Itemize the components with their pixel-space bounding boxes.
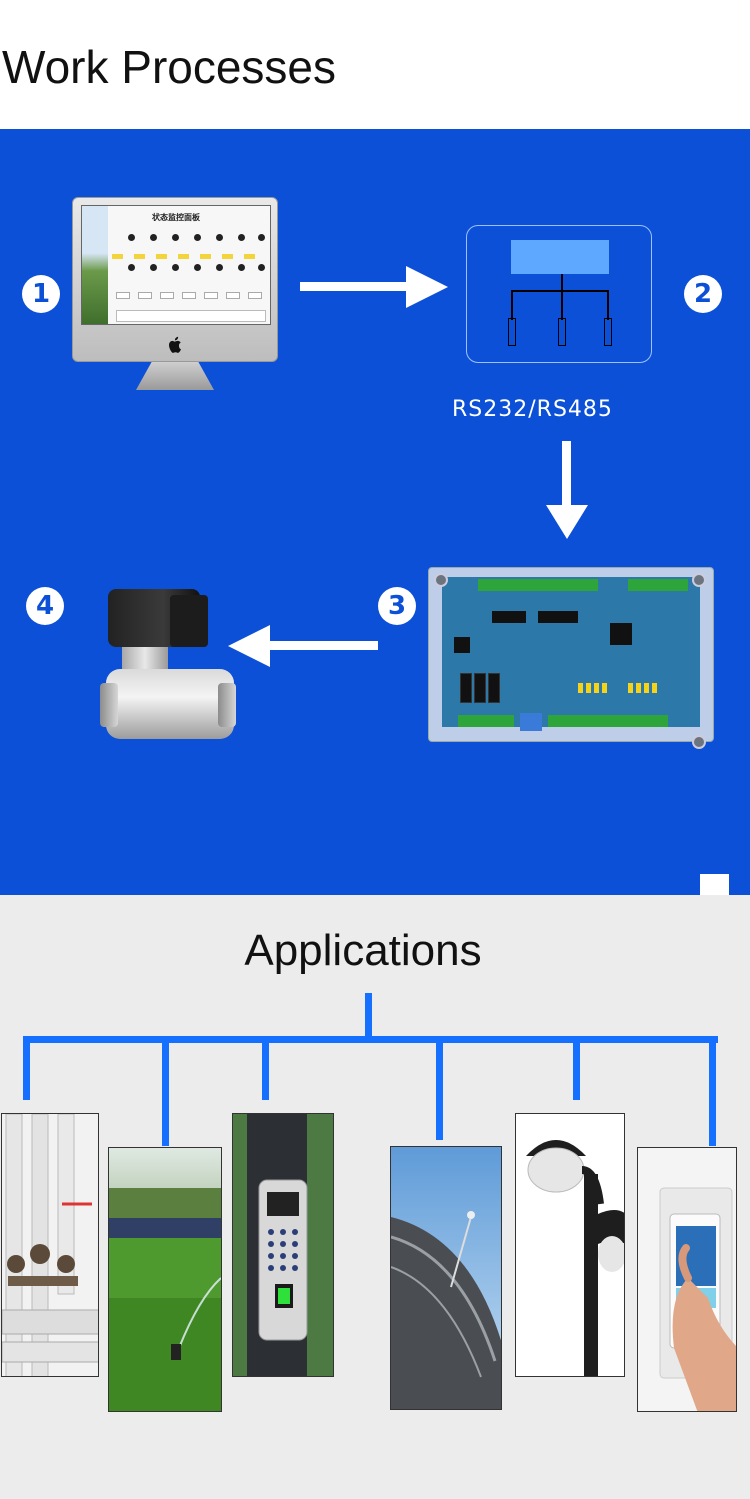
fingerprint-access-keypad-icon xyxy=(233,1114,333,1376)
monitor-screen: 状态监控面板 xyxy=(81,205,271,325)
application-image-pipes xyxy=(1,1113,99,1377)
touch-panel-thermostat-icon xyxy=(638,1148,736,1411)
step-4-badge: 4 xyxy=(26,587,64,625)
application-image-satellite xyxy=(390,1146,502,1410)
satellite-dish-icon xyxy=(391,1147,501,1409)
interface-label: RS232/RS485 xyxy=(452,397,613,422)
applications-title: Applications xyxy=(244,926,482,975)
work-processes-title: Work Processes xyxy=(2,41,337,93)
application-image-sprinkler xyxy=(108,1147,222,1412)
lawn-sprinkler-icon xyxy=(109,1148,221,1411)
street-lamp-icon xyxy=(516,1114,624,1376)
work-process-panel: 1 状态监控面板 xyxy=(0,129,750,895)
pipes-and-valves-icon xyxy=(2,1114,98,1376)
application-image-touchpanel xyxy=(637,1147,737,1412)
application-image-streetlamp xyxy=(515,1113,625,1377)
panel-notch xyxy=(700,874,729,896)
network-board-diagram-icon xyxy=(466,225,652,363)
computer-monitor-icon: 状态监控面板 xyxy=(72,197,278,392)
step-2-badge: 2 xyxy=(684,275,722,313)
step-3-badge: 3 xyxy=(378,587,416,625)
apple-logo-icon xyxy=(169,336,181,353)
application-image-keypad xyxy=(232,1113,334,1377)
monitor-screen-title: 状态监控面板 xyxy=(152,212,200,222)
solenoid-valve-icon xyxy=(100,585,236,741)
controller-pcb-icon xyxy=(428,567,714,757)
step-1-badge: 1 xyxy=(22,275,60,313)
